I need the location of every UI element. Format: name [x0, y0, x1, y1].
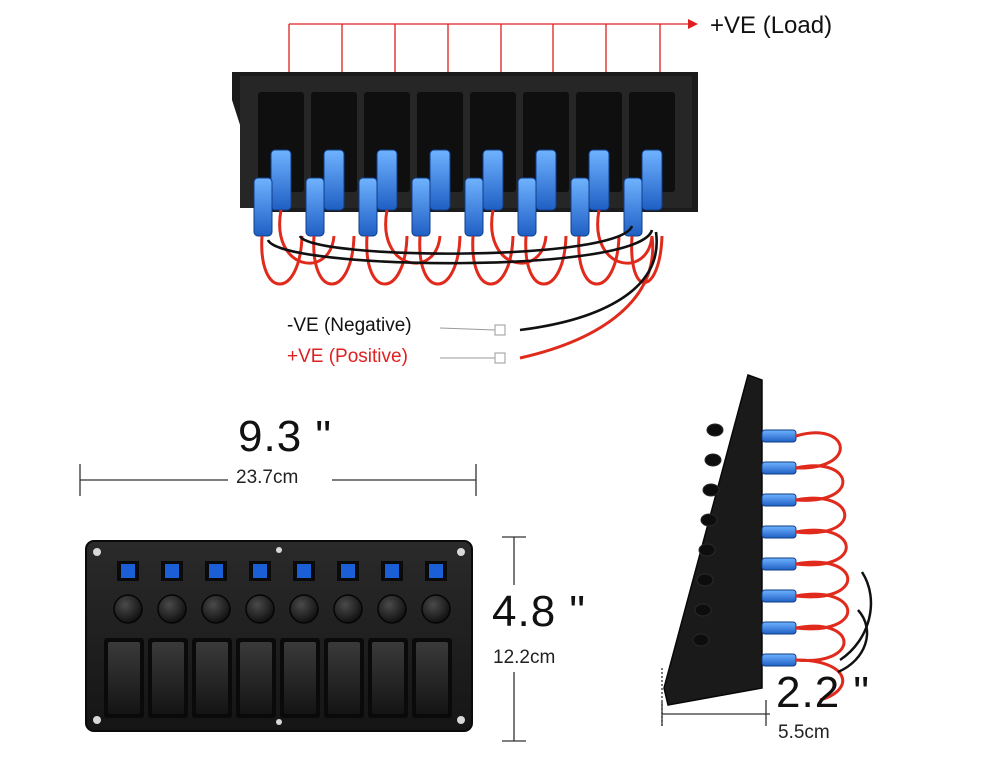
height-inches-label: 4.8 " [492, 587, 587, 636]
rocker-switches [104, 638, 452, 718]
led-indicators [117, 561, 447, 581]
positive-label: +VE (Positive) [287, 346, 408, 367]
width-cm-label: 23.7cm [236, 467, 299, 488]
width-dimension-line [79, 464, 477, 496]
depth-inches-label: 2.2 " [776, 668, 871, 717]
fuse-caps [113, 594, 451, 624]
depth-cm-label: 5.5cm [778, 722, 830, 743]
width-inches-label: 9.3 " [238, 412, 333, 461]
front-panel [85, 540, 473, 732]
height-cm-label: 12.2cm [493, 647, 556, 668]
negative-label: -VE (Negative) [287, 315, 412, 336]
positive-load-label: +VE (Load) [710, 12, 833, 39]
height-dimension-line [502, 536, 526, 742]
depth-dimension-line [661, 668, 770, 726]
rear-view-panel [232, 19, 698, 364]
side-view-panel [663, 374, 873, 706]
